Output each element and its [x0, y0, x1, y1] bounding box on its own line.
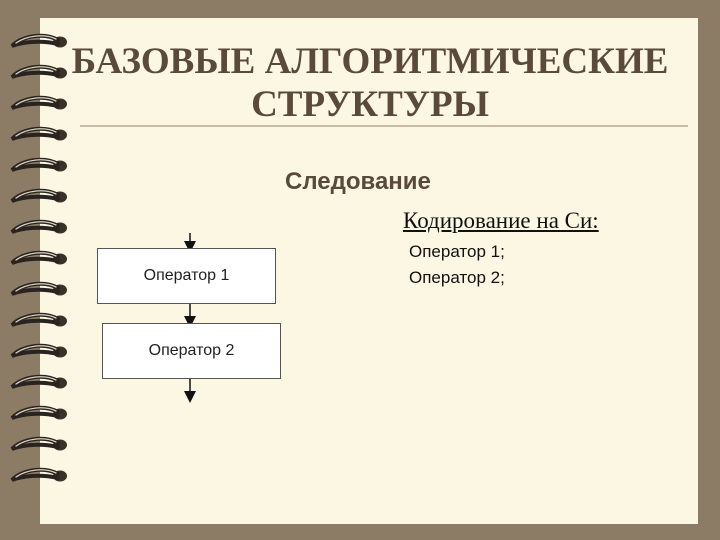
binding-ring — [10, 436, 67, 451]
title-line-1: БАЗОВЫЕ АЛГОРИТМИЧЕСКИЕ — [71, 41, 669, 82]
binding-ring — [10, 157, 67, 172]
slide-subtitle: Следование — [285, 168, 431, 195]
flow-block-operator-2: Оператор 2 — [102, 323, 281, 379]
title-line-2: СТРУКТУРЫ — [251, 84, 489, 125]
binding-ring — [10, 250, 67, 265]
coding-heading: Кодирование на Си: — [403, 208, 599, 233]
binding-ring — [10, 95, 67, 110]
binding-ring — [10, 467, 67, 482]
binding-ring — [10, 64, 67, 79]
binding-ring — [10, 343, 67, 358]
binding-ring — [10, 281, 67, 296]
binding-ring — [10, 405, 67, 420]
binding-ring — [10, 33, 67, 48]
title-divider — [80, 125, 688, 127]
slide-title: БАЗОВЫЕ АЛГОРИТМИЧЕСКИЕ СТРУКТУРЫ — [40, 40, 700, 126]
binding-ring — [10, 312, 67, 327]
spiral-binding-icon — [10, 33, 67, 482]
flow-block-operator-1: Оператор 1 — [97, 248, 276, 304]
binding-ring — [10, 219, 67, 234]
code-line-2: Оператор 2; — [409, 268, 505, 287]
binding-ring — [10, 126, 67, 141]
binding-ring — [10, 374, 67, 389]
binding-ring — [10, 188, 67, 203]
code-line-1: Оператор 1; — [409, 242, 505, 261]
